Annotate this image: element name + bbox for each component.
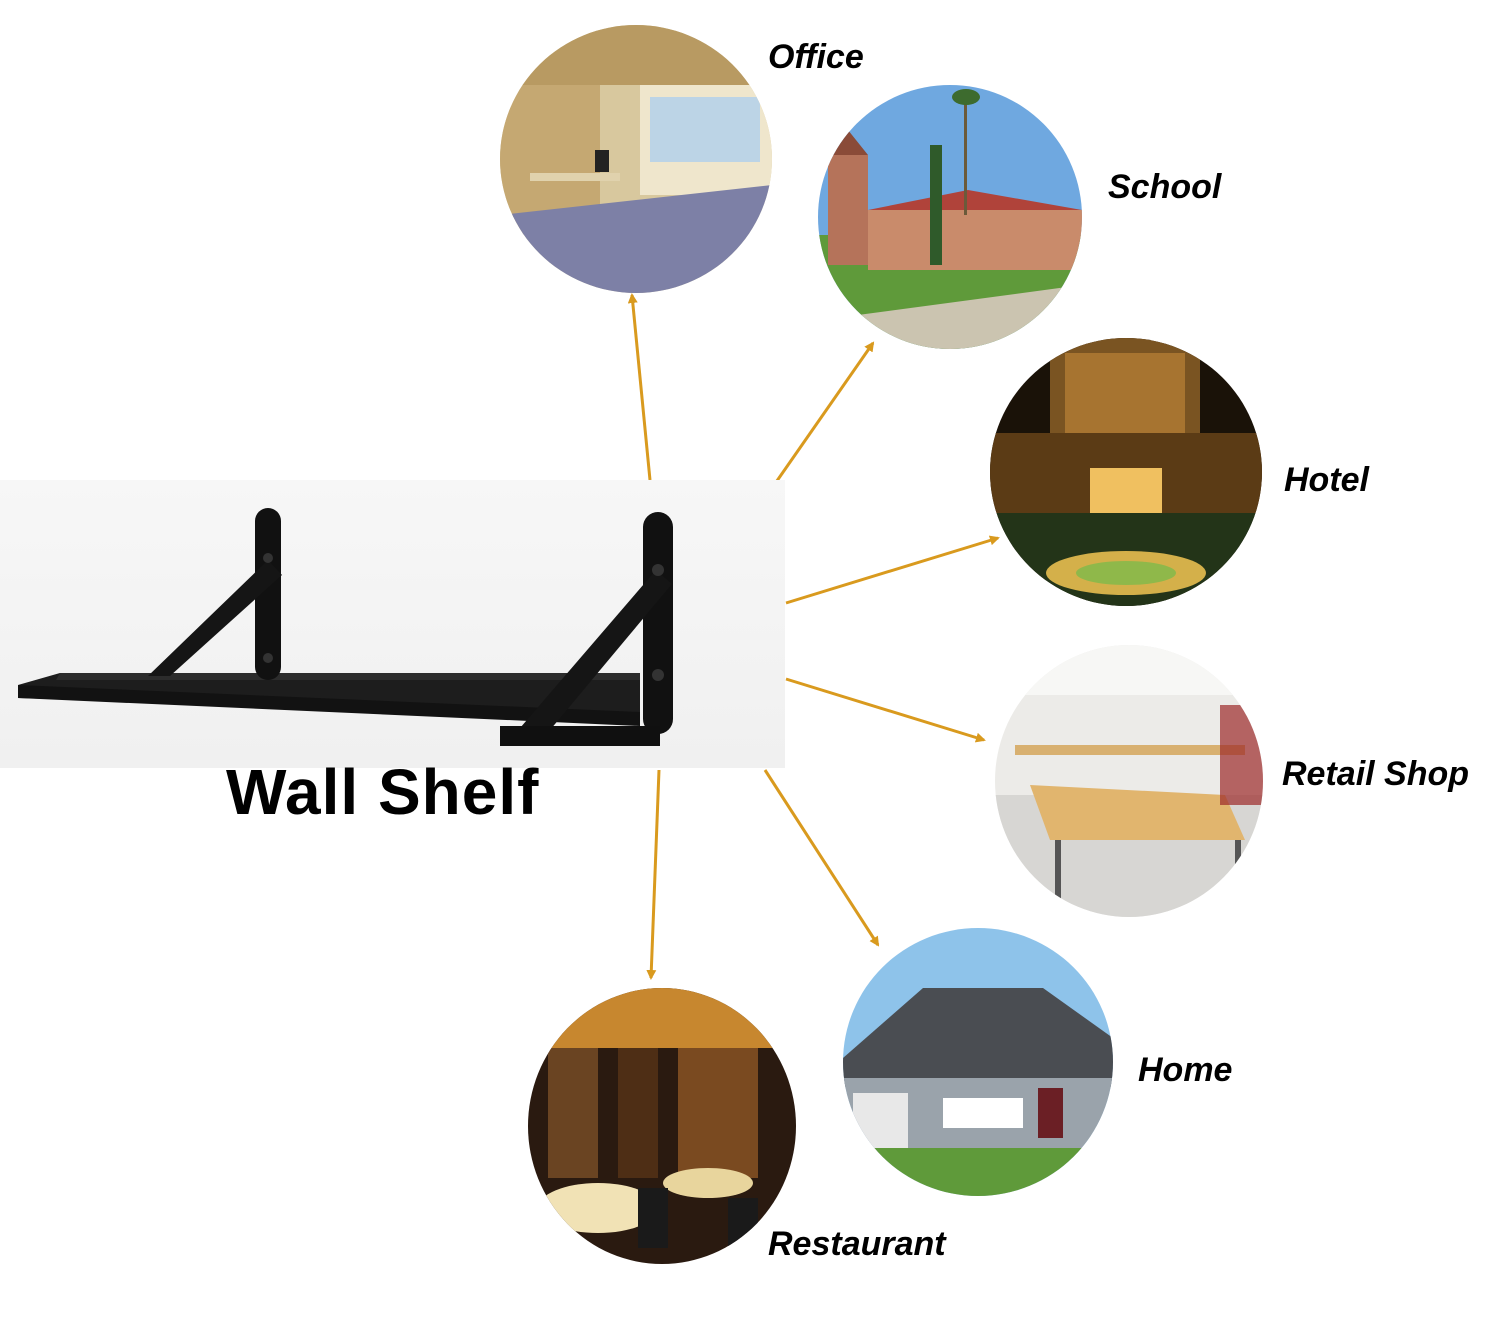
hotel-photo xyxy=(990,338,1262,606)
arrow-to-office xyxy=(627,293,652,481)
label-hotel: Hotel xyxy=(1284,461,1369,499)
arrow-to-home xyxy=(763,769,880,947)
school-photo xyxy=(818,85,1082,349)
arrow-to-restaurant xyxy=(646,769,661,980)
arrow-to-hotel xyxy=(785,535,1000,605)
restaurant-photo xyxy=(528,988,796,1264)
label-school: School xyxy=(1108,168,1222,206)
arrow-to-school xyxy=(770,341,875,489)
label-office: Office xyxy=(768,38,864,76)
home-photo xyxy=(843,928,1113,1196)
label-retail-shop: Retail Shop xyxy=(1282,755,1470,793)
retail-shop-photo xyxy=(995,645,1263,917)
wall-shelf-product-image xyxy=(0,480,785,768)
product-title: Wall Shelf xyxy=(226,756,540,828)
arrow-to-retail xyxy=(785,677,986,743)
label-home: Home xyxy=(1138,1051,1233,1089)
wall-shelf-illustration xyxy=(18,508,673,746)
office-photo xyxy=(500,25,772,293)
label-restaurant: Restaurant xyxy=(768,1225,946,1263)
